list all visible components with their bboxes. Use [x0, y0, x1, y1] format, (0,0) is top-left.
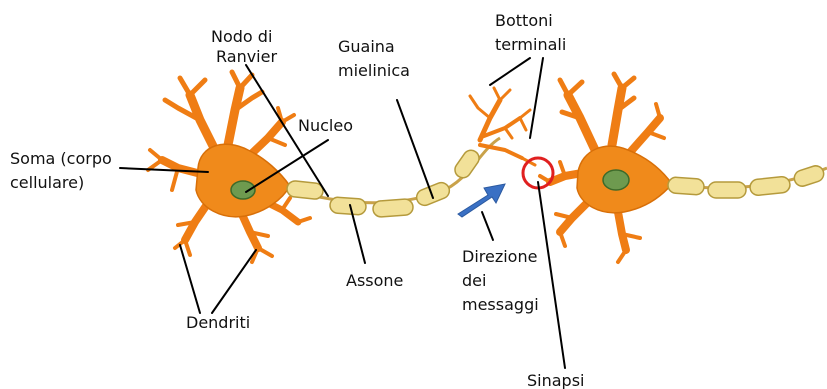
label-sinapsi: Sinapsi — [527, 371, 584, 389]
label-assone: Assone — [346, 271, 403, 290]
label-soma-1: Soma (corpo — [10, 149, 112, 168]
label-bottoni-terminali-2: terminali — [495, 35, 566, 54]
myelin-segment — [792, 164, 825, 188]
label-guaina-mielinica-1: Guaina — [338, 37, 395, 56]
label-dendriti: Dendriti — [186, 313, 250, 332]
myelin-segment — [749, 176, 790, 196]
axon — [286, 138, 500, 217]
nucleus-neuron-2 — [603, 170, 629, 190]
myelin-segment — [667, 177, 704, 195]
myelin-segment — [414, 180, 452, 208]
myelin-segment — [372, 199, 413, 218]
label-bottoni-terminali-1: Bottoni — [495, 11, 553, 30]
myelin-segment — [286, 180, 323, 200]
label-direzione-1: Direzione — [462, 247, 537, 266]
label-nodo-di-ranvier-1: Nodo di — [211, 27, 272, 46]
label-nodo-di-ranvier-2: Ranvier — [216, 47, 277, 66]
myelin-segment — [329, 197, 366, 215]
label-nucleo: Nucleo — [298, 116, 353, 135]
label-direzione-2: dei — [462, 271, 486, 290]
axon-neuron-2 — [667, 164, 827, 198]
myelin-segment — [452, 147, 482, 181]
label-guaina-mielinica-2: mielinica — [338, 61, 410, 80]
axon-terminals — [470, 88, 535, 165]
myelin-segment — [708, 182, 746, 198]
nucleus-neuron-1 — [231, 181, 255, 199]
label-direzione-3: messaggi — [462, 295, 539, 314]
label-soma-2: cellulare) — [10, 173, 84, 192]
